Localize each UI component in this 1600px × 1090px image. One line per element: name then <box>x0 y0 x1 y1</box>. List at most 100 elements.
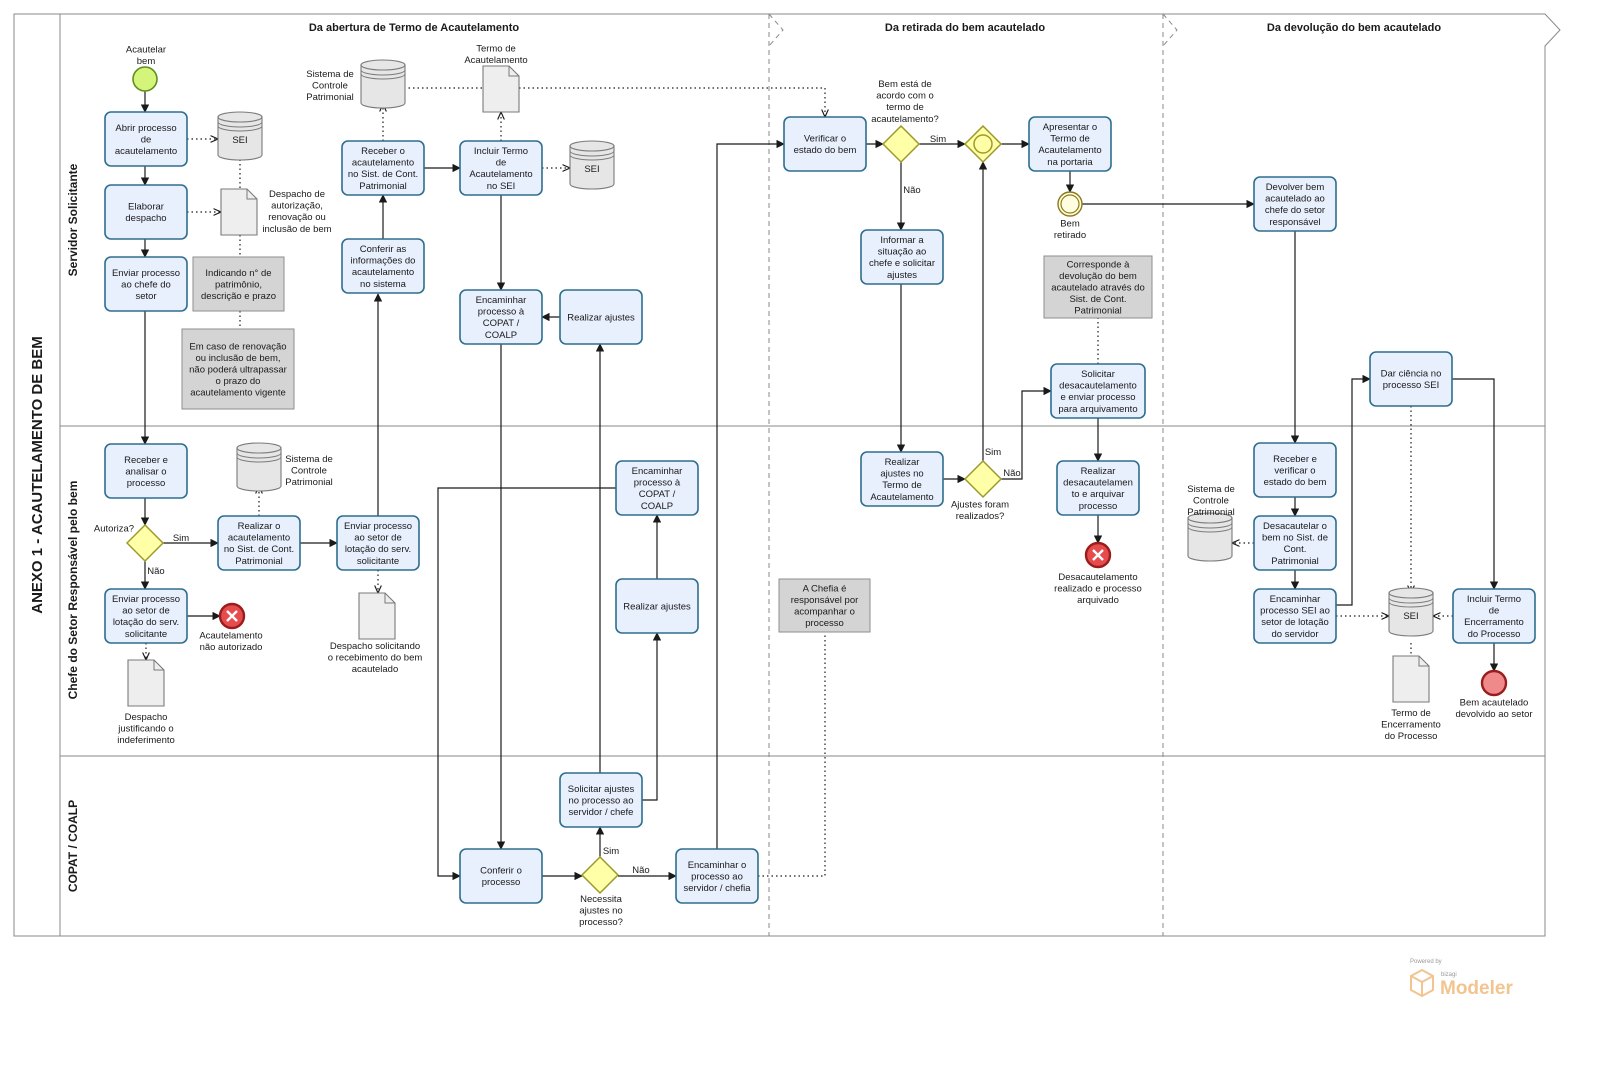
task-box[interactable] <box>459 289 543 345</box>
task-box[interactable] <box>1452 588 1536 644</box>
sequence-flow[interactable] <box>642 632 662 801</box>
task-box[interactable] <box>615 460 699 516</box>
gateway-diamond[interactable] <box>963 124 1003 164</box>
task-box[interactable] <box>336 515 420 571</box>
task-box[interactable] <box>104 588 188 644</box>
task-box[interactable] <box>615 578 699 634</box>
task-realizar-ajustes-1[interactable]: Realizar ajustes <box>559 289 643 345</box>
start-event-circle[interactable] <box>132 66 158 92</box>
sequence-flow[interactable] <box>1452 378 1499 590</box>
task-realizar-ajustes-2[interactable]: Realizar ajustes <box>615 578 699 634</box>
task-box[interactable] <box>559 772 643 828</box>
database-icon[interactable] <box>236 447 282 492</box>
task-box[interactable] <box>459 848 543 904</box>
document-icon[interactable] <box>127 659 165 707</box>
database-icon[interactable] <box>569 145 615 190</box>
document-icon[interactable] <box>1392 655 1430 703</box>
document-icon[interactable] <box>482 65 520 113</box>
database-icon[interactable] <box>360 64 406 109</box>
database-icon[interactable] <box>1388 592 1434 637</box>
task-box[interactable] <box>675 848 759 904</box>
end-event-circle[interactable] <box>1480 669 1508 697</box>
datastore-db-sei-2[interactable]: SEI <box>569 140 615 190</box>
sequence-flow[interactable] <box>1001 386 1052 480</box>
database-icon[interactable] <box>1187 517 1233 562</box>
task-box[interactable] <box>1253 176 1337 232</box>
gateway-diamond[interactable] <box>580 855 620 895</box>
document-icon[interactable] <box>358 592 396 640</box>
task-box[interactable] <box>1369 351 1453 407</box>
gateway-diamond[interactable] <box>125 523 165 563</box>
datastore-db-sei-1[interactable]: SEI <box>217 111 263 161</box>
task-box[interactable] <box>217 515 301 571</box>
task-box[interactable] <box>1253 442 1337 498</box>
task-box[interactable] <box>1028 116 1112 172</box>
task-box[interactable] <box>341 238 425 294</box>
gateway-gw-autoriza[interactable]: Autoriza? <box>94 523 165 563</box>
document-icon[interactable] <box>220 188 258 236</box>
sequence-flow[interactable] <box>716 139 785 849</box>
sequence-flow[interactable] <box>437 487 616 881</box>
task-box[interactable] <box>104 111 188 167</box>
task-box[interactable] <box>341 140 425 196</box>
task-box[interactable] <box>1056 460 1140 516</box>
task-box[interactable] <box>1253 515 1337 571</box>
task-box[interactable] <box>104 443 188 499</box>
task-box[interactable] <box>783 116 867 172</box>
task-box[interactable] <box>104 256 188 312</box>
task-box[interactable] <box>104 184 188 240</box>
database-icon[interactable] <box>217 116 263 161</box>
sequence-flow[interactable] <box>1336 374 1371 606</box>
gateway-gw-merge[interactable] <box>963 124 1003 164</box>
datastore-db-sei-3[interactable]: SEI <box>1388 587 1434 637</box>
task-box[interactable] <box>860 229 944 285</box>
gateway-diamond[interactable] <box>881 124 921 164</box>
gateway-diamond[interactable] <box>963 459 1003 499</box>
task-box[interactable] <box>860 451 944 507</box>
task-box[interactable] <box>559 289 643 345</box>
